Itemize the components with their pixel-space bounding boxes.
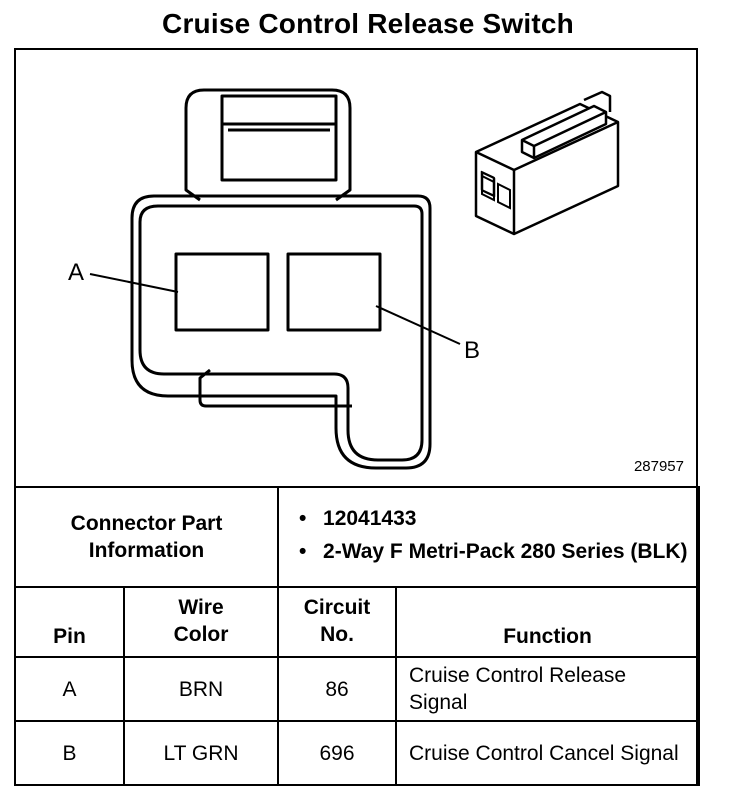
page-title: Cruise Control Release Switch bbox=[162, 8, 574, 39]
iso-cavity-1 bbox=[481, 174, 495, 202]
connector-inner-body bbox=[138, 204, 424, 462]
pin-label-b: B bbox=[464, 337, 480, 364]
pin-cell: B bbox=[14, 720, 125, 786]
part-number: 12041433 bbox=[299, 505, 698, 532]
connector-outer-body bbox=[130, 194, 432, 470]
circuit-no-cell: 696 bbox=[277, 720, 398, 786]
connector-key-tab bbox=[198, 368, 352, 408]
cavity-b bbox=[286, 252, 382, 332]
table-header-row: Pin Wire Color Circuit No. Function bbox=[14, 586, 701, 658]
header-function: Function bbox=[395, 586, 701, 658]
latch-slot bbox=[220, 94, 338, 182]
header-circuit-no: Circuit No. bbox=[277, 586, 398, 658]
header-pin: Pin bbox=[14, 586, 125, 658]
connector-part-details: 12041433 2-Way F Metri-Pack 280 Series (… bbox=[277, 486, 701, 588]
connector-diagram: A B bbox=[68, 88, 620, 470]
table-row: B LT GRN 696 Cruise Control Cancel Signa… bbox=[14, 720, 701, 786]
figure-number: 287957 bbox=[633, 458, 684, 475]
circuit-no-cell: 86 bbox=[277, 656, 398, 722]
cavity-a bbox=[174, 252, 270, 332]
function-cell: Cruise Control Cancel Signal bbox=[395, 720, 701, 786]
iso-cavity-2 bbox=[497, 182, 511, 210]
header-wire-color: Wire Color bbox=[122, 586, 280, 658]
pin-cell: A bbox=[14, 656, 125, 722]
wire-color-cell: BRN bbox=[122, 656, 280, 722]
table-row: A BRN 86 Cruise Control Release Signal bbox=[14, 656, 701, 722]
leader-line-a bbox=[89, 273, 179, 293]
diagram-frame bbox=[14, 48, 698, 786]
leader-line-b bbox=[375, 305, 461, 345]
function-cell: Cruise Control Release Signal bbox=[395, 656, 701, 722]
connector-iso-view bbox=[474, 90, 620, 236]
pin-label-a: A bbox=[68, 259, 84, 286]
connector-info-table: Connector Part Information 12041433 2-Wa… bbox=[13, 486, 701, 786]
connector-part-row: Connector Part Information 12041433 2-Wa… bbox=[13, 486, 701, 588]
connector-type: 2-Way F Metri-Pack 280 Series (BLK) bbox=[299, 538, 698, 565]
connector-latch bbox=[184, 88, 352, 202]
wire-color-cell: LT GRN bbox=[122, 720, 280, 786]
connector-part-info-label: Connector Part Information bbox=[13, 486, 280, 588]
